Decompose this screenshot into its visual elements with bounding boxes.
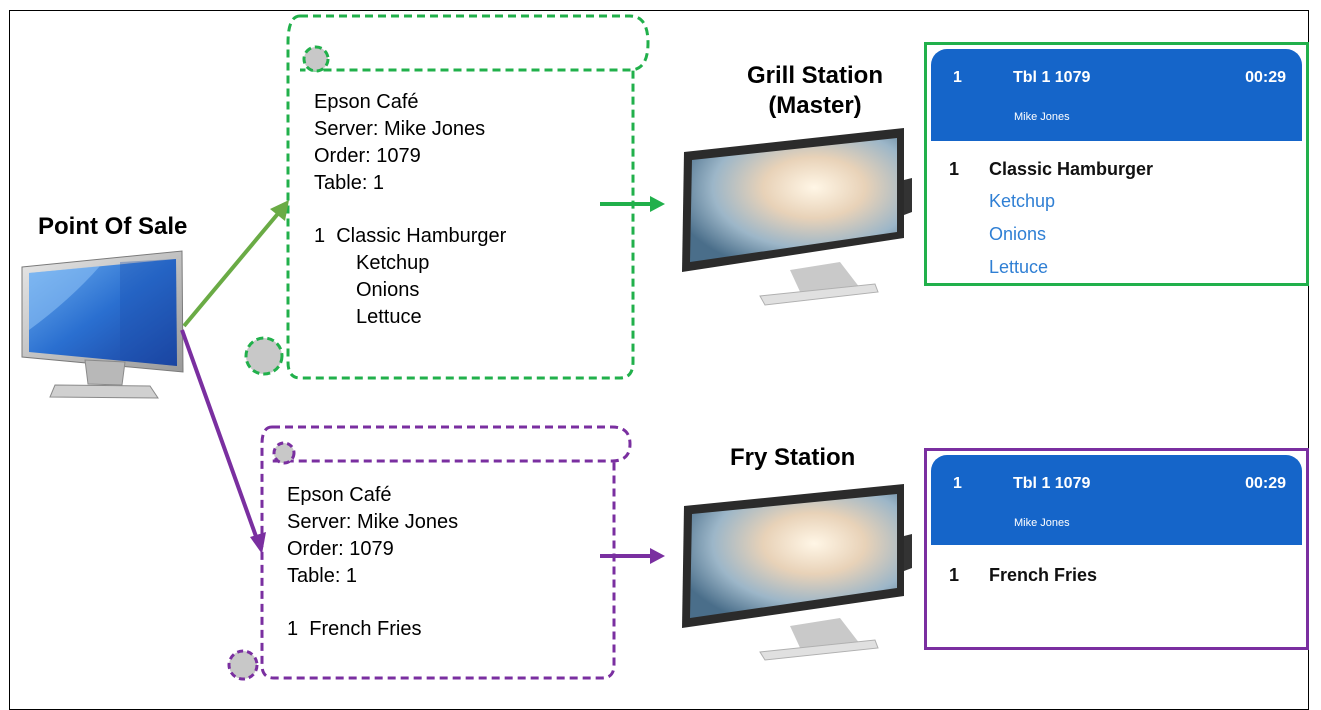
kds-item-row: 1 Classic Hamburger (949, 159, 1153, 185)
kds-table-order: Tbl 1 1079 (1013, 475, 1091, 492)
kds-order-items: 1 Classic Hamburger Ketchup Onions Lettuc… (949, 159, 1153, 283)
fry-ticket-text: Epson Café Server: Mike Jones Order: 107… (287, 482, 458, 643)
grill-ticket-top-curl (302, 45, 330, 73)
kds-elapsed-time: 00:29 (1245, 475, 1286, 492)
fry-kds-display-icon (682, 484, 912, 661)
fry-ticket-outline (260, 425, 632, 680)
kds-modifier: Onions (989, 224, 1047, 244)
ticket-server: Server: Mike Jones (314, 118, 486, 140)
kds-item-name: French Fries (989, 565, 1098, 585)
kds-item-qty: 1 (949, 565, 960, 585)
ticket-item: 1 French Fries (287, 618, 422, 640)
kds-modifier: Ketchup (989, 191, 1056, 211)
ticket-modifier: Ketchup (356, 252, 430, 274)
kds-item-row: 1 French Fries (949, 565, 1097, 591)
grill-ticket-text: Epson Café Server: Mike Jones Order: 107… (314, 89, 506, 331)
kds-item-qty: 1 (949, 159, 960, 179)
kds-server-name: Mike Jones (1014, 517, 1070, 529)
grill-station-role: (Master) (768, 92, 862, 119)
ticket-modifier: Onions (356, 279, 420, 301)
kds-server-name: Mike Jones (1014, 111, 1070, 123)
fry-ticket-bottom-curl (227, 649, 259, 681)
fry-ticket-top-curl (272, 441, 296, 465)
grill-ticket-bottom-curl (244, 336, 284, 376)
kds-order-header: 1 Tbl 1 1079 00:29 Mike Jones (931, 455, 1302, 545)
ticket-modifier: Lettuce (356, 306, 422, 328)
fry-station-label: Fry Station (730, 444, 856, 471)
grill-kds-display-icon (682, 128, 912, 306)
kds-modifier: Lettuce (989, 257, 1049, 277)
grill-ticket-outline (286, 14, 650, 380)
grill-station-label: Grill Station (Master) (720, 61, 910, 121)
ticket-item: 1 Classic Hamburger (314, 225, 507, 247)
kds-elapsed-time: 00:29 (1245, 69, 1286, 86)
kds-order-number: 1 (953, 475, 962, 492)
kds-order-items: 1 French Fries (949, 565, 1097, 591)
grill-station-title: Grill Station (746, 62, 883, 89)
kds-table-order: Tbl 1 1079 (1013, 69, 1091, 86)
pos-to-grill-arrow (182, 200, 289, 328)
kds-order-number: 1 (953, 69, 962, 86)
ticket-cafe-name: Epson Café (287, 484, 392, 506)
ticket-table: Table: 1 (287, 565, 358, 587)
pos-label: Point Of Sale (38, 213, 188, 240)
ticket-order: Order: 1079 (287, 538, 394, 560)
grill-ticket-to-station-arrow (600, 196, 665, 212)
kds-item-name: Classic Hamburger (989, 159, 1154, 179)
ticket-table: Table: 1 (314, 172, 385, 194)
fry-ticket-to-station-arrow (600, 548, 665, 564)
kds-order-header: 1 Tbl 1 1079 00:29 Mike Jones (931, 49, 1302, 141)
ticket-cafe-name: Epson Café (314, 91, 419, 113)
ticket-server: Server: Mike Jones (287, 511, 459, 533)
ticket-order: Order: 1079 (314, 145, 421, 167)
pos-terminal-icon (21, 250, 184, 399)
pos-to-fry-arrow (180, 329, 266, 554)
